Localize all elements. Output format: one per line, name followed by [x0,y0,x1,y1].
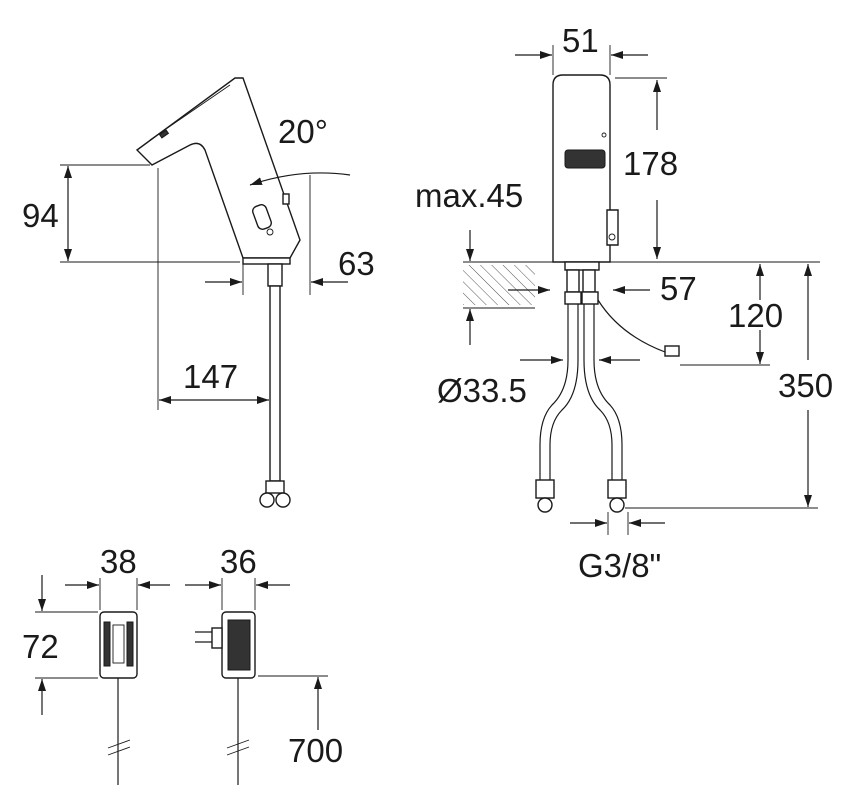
label-700: 700 [288,732,343,769]
dimension-147: 147 [157,168,269,410]
label-94: 94 [22,197,59,234]
dimension-63: 63 [205,240,375,295]
front-view-faucet [463,74,680,513]
label-63: 63 [338,245,375,282]
label-147: 147 [183,358,238,395]
label-angle: 20° [278,113,328,150]
label-72: 72 [22,628,59,665]
label-diameter: Ø33.5 [437,372,527,409]
dimension-72: 72 [22,575,98,715]
dimension-51: 51 [515,22,648,75]
dimension-178: 178 [615,77,678,259]
label-thread: G3/8" [578,547,661,584]
label-36: 36 [220,543,257,580]
dimension-350: 350 [625,264,833,509]
dimension-700: 700 [258,675,343,769]
power-adapter-front [99,611,138,785]
label-51: 51 [562,22,599,59]
label-178: 178 [623,145,678,182]
label-max-45: max.45 [415,177,523,214]
dimension-diameter-33-5: Ø33.5 [437,356,640,409]
dimension-120: 120 [680,264,783,366]
label-38: 38 [100,543,137,580]
dimension-36: 36 [185,543,290,610]
dimension-g3-8: G3/8" [570,512,665,584]
dimension-57: 57 [508,270,697,307]
power-adapter-side [195,611,256,785]
label-350: 350 [778,367,833,404]
side-view-faucet [135,77,301,508]
dimension-38: 38 [65,543,170,610]
dimension-94: 94 [22,164,240,263]
dimension-20-degree: 20° [249,113,351,240]
dimension-max-45: max.45 [415,177,535,345]
label-120: 120 [728,297,783,334]
label-57: 57 [660,270,697,307]
